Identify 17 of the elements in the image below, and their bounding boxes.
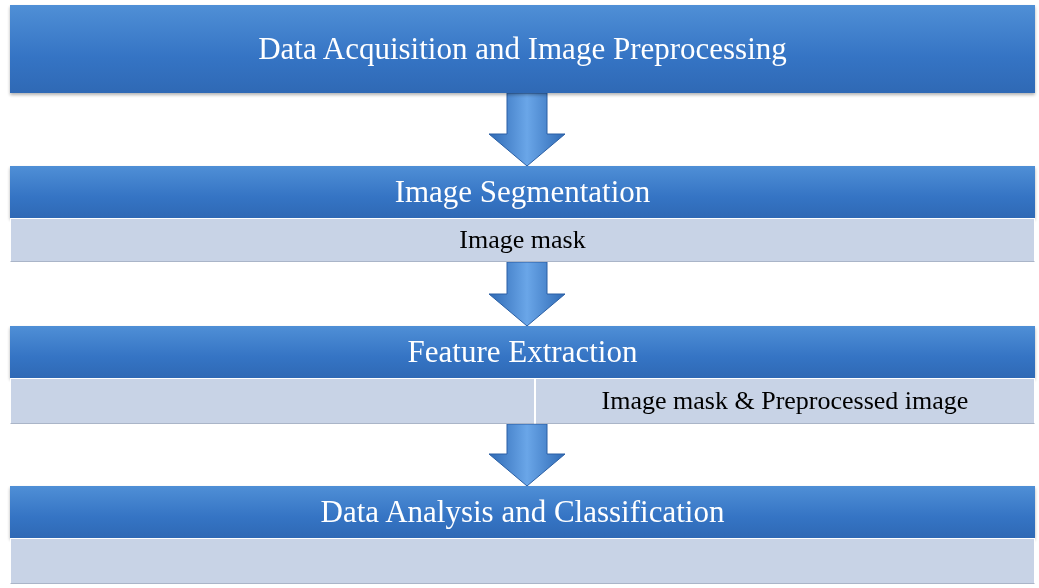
detail-box (535, 378, 1035, 424)
stage-header-band (10, 166, 1035, 218)
stage-title: Feature Extraction (407, 334, 638, 370)
block-arrow (488, 261, 566, 327)
block-arrow (488, 423, 566, 487)
detail-box (10, 378, 535, 424)
stage-title: Data Analysis and Classification (320, 494, 725, 530)
stage-header-band (10, 5, 1035, 93)
detail-text: Image mask (459, 225, 586, 255)
detail-box (10, 218, 1035, 262)
stage-title: Data Acquisition and Image Preprocessing (258, 31, 787, 67)
stage-title: Image Segmentation (394, 174, 651, 210)
stage-header-band (10, 326, 1035, 378)
detail-box (10, 538, 1035, 584)
stage-header-band (10, 486, 1035, 538)
detail-text: Image mask & Preprocessed image (601, 386, 969, 416)
block-arrow (488, 92, 566, 167)
